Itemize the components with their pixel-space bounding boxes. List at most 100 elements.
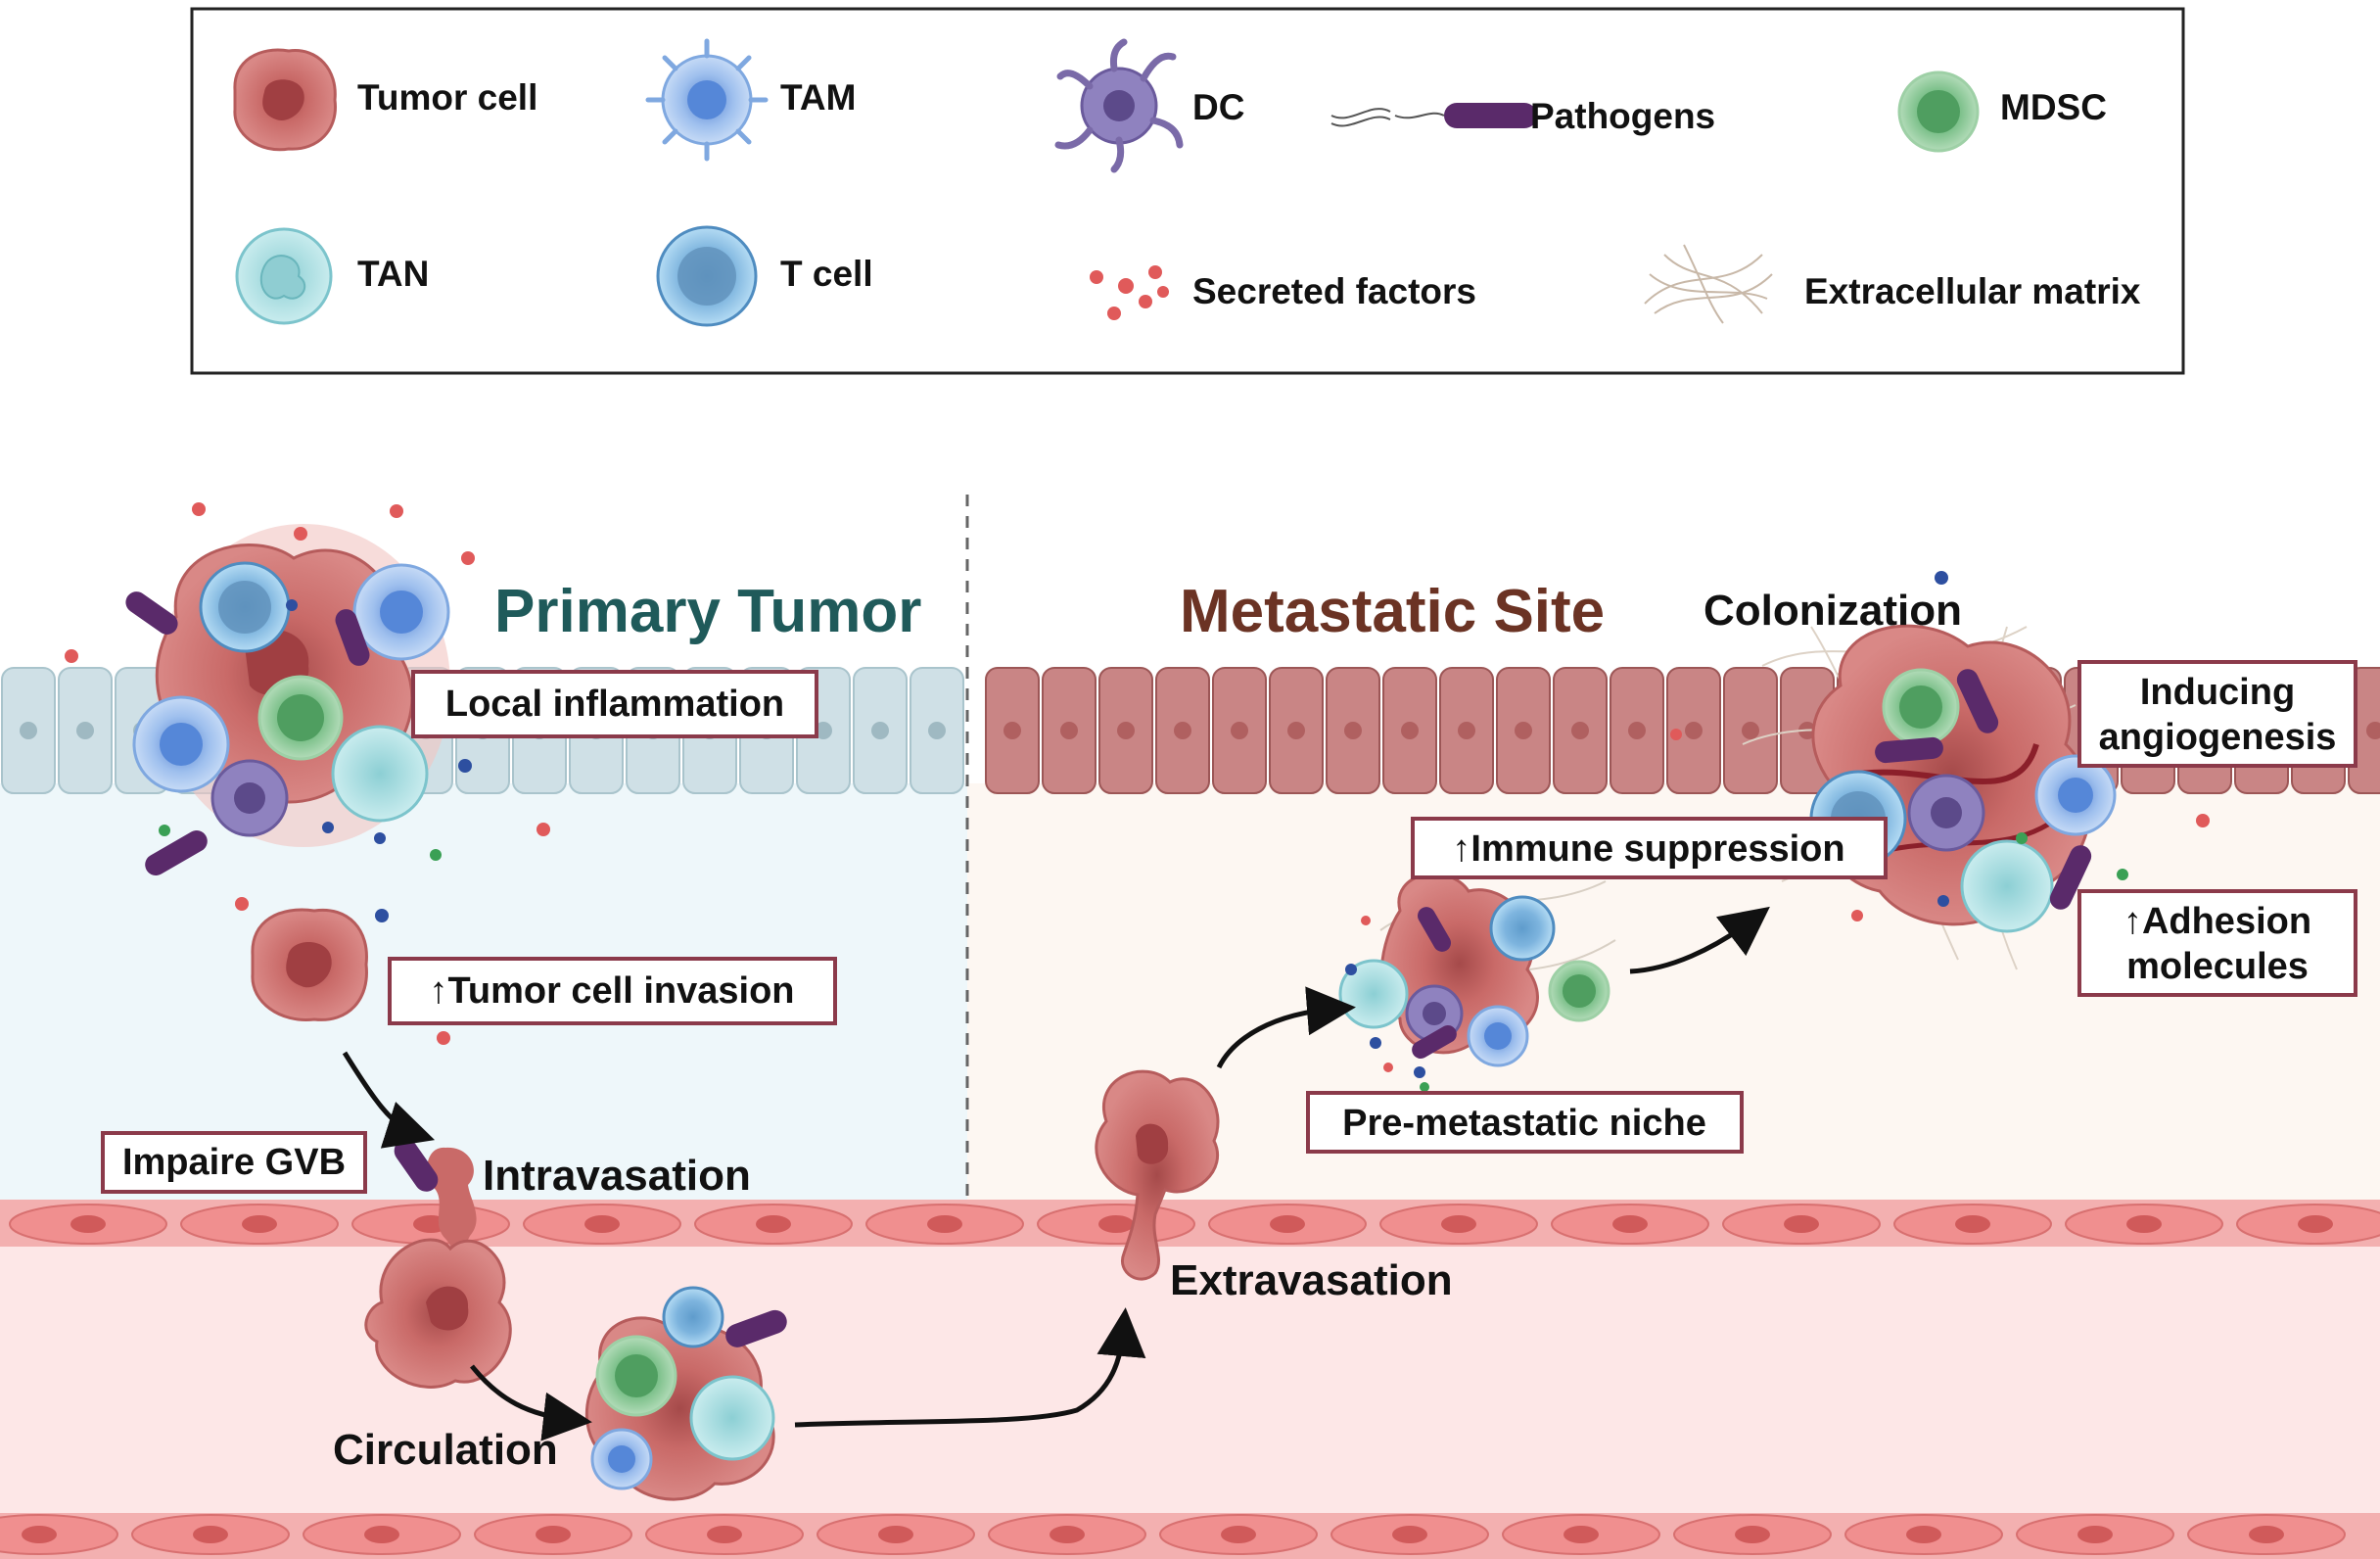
gvb-pathogen: [394, 1139, 439, 1192]
metastatic-epithelial-cell: [1098, 667, 1153, 794]
metastatic-epithelial-cell: [1382, 667, 1437, 794]
endothelial-cell: [1844, 1514, 2003, 1555]
circulating-cluster: [584, 1286, 787, 1501]
adhesion-molecules-line2: molecules: [2126, 946, 2309, 987]
endothelial-cell: [1502, 1514, 1660, 1555]
endothelial-cell: [2236, 1204, 2380, 1245]
pre-metastatic-niche-cluster: [1338, 873, 1616, 1092]
impaire-gvb-text: Impaire GVB: [122, 1142, 346, 1183]
legend-label-tumor-cell: Tumor cell: [357, 77, 537, 118]
invading-tumor-cell: [251, 908, 368, 1021]
inducing-angiogenesis-line1: Inducing: [2140, 672, 2295, 713]
adhesion-molecules-line1: ↑Adhesion: [2123, 901, 2311, 942]
t-cell-legend-icon: [656, 225, 758, 327]
endothelial-cell: [303, 1514, 461, 1555]
pathogen-legend-icon: [1330, 103, 1537, 128]
metastatic-epithelial-cell: [1723, 667, 1778, 794]
legend-label-tan: TAN: [357, 254, 429, 294]
callout-local-inflammation: Local inflammation: [411, 670, 818, 738]
metastatic-epithelial-cell: [1326, 667, 1380, 794]
callout-impaire-gvb: Impaire GVB: [101, 1131, 367, 1194]
legend-label-secreted-factors: Secreted factors: [1192, 271, 1476, 311]
mdsc-legend-icon: [1897, 71, 1980, 153]
primary-epithelial-cell: [1, 667, 56, 794]
legend-frame: [190, 7, 2185, 375]
endothelial-cell: [474, 1514, 632, 1555]
endothelial-cell: [351, 1204, 510, 1245]
intravasation-label: Intravasation: [483, 1152, 751, 1200]
metastatic-epithelial-cell: [1212, 667, 1267, 794]
metastatic-epithelial-cell: [1496, 667, 1551, 794]
legend-label-t-cell: T cell: [780, 254, 873, 294]
legend-label-mdsc: MDSC: [2000, 87, 2107, 127]
secreted-factors-legend-icon: [1090, 265, 1169, 320]
arrow-to-extravasation: [794, 1307, 1146, 1428]
tan-legend-icon: [235, 227, 333, 325]
metastatic-epithelial-cell: [1155, 667, 1210, 794]
intravasating-tumor-cell: [364, 1147, 512, 1389]
primary-tumor-title: Primary Tumor: [494, 578, 921, 645]
metastatic-epithelial-cell: [1042, 667, 1097, 794]
primary-tumor-cluster: [65, 502, 550, 875]
immune-suppression-text: ↑Immune suppression: [1452, 828, 1844, 870]
dc-legend-icon: [1054, 38, 1184, 173]
endothelial-cell: [1673, 1514, 1832, 1555]
primary-epithelial-cell: [910, 667, 964, 794]
endothelial-cell: [645, 1514, 804, 1555]
endothelial-cell: [131, 1514, 290, 1555]
metastatic-epithelial-cell: [1439, 667, 1494, 794]
endothelial-cell: [2187, 1514, 2346, 1555]
legend-label-pathogens: Pathogens: [1530, 96, 1715, 136]
tumor-invasion-text: ↑Tumor cell invasion: [429, 970, 794, 1012]
endothelial-cell: [1159, 1514, 1318, 1555]
arrow-to-niche: [1216, 986, 1356, 1069]
extravasating-tumor-cell: [1095, 1069, 1220, 1281]
circulation-label: Circulation: [333, 1426, 558, 1474]
arrow-to-colonization: [1629, 906, 1770, 974]
endothelial-cell: [817, 1514, 975, 1555]
legend-label-extracellular-matrix: Extracellular matrix: [1804, 271, 2141, 311]
endothelial-cell: [988, 1514, 1146, 1555]
metastatic-epithelial-cell: [1553, 667, 1608, 794]
endothelial-cell: [0, 1514, 118, 1555]
endothelial-cell: [523, 1204, 681, 1245]
metastatic-epithelial-cell: [1666, 667, 1721, 794]
colonization-label: Colonization: [1703, 587, 1962, 635]
tumor-cell-legend-icon: [233, 48, 337, 152]
callout-inducing-angiogenesis: Inducing angiogenesis: [2077, 660, 2357, 768]
legend-label-dc: DC: [1192, 87, 1244, 127]
endothelial-cell: [2065, 1204, 2223, 1245]
endothelial-cell: [865, 1204, 1024, 1245]
extravasation-label: Extravasation: [1170, 1256, 1453, 1304]
endothelial-cell: [1893, 1204, 2052, 1245]
callout-immune-suppression: ↑Immune suppression: [1411, 817, 1888, 879]
endothelial-cell: [2016, 1514, 2174, 1555]
endothelial-cell: [1330, 1514, 1489, 1555]
metastatic-epithelial-cell: [985, 667, 1040, 794]
primary-epithelial-cell: [853, 667, 908, 794]
extracellular-matrix-legend-icon: [1644, 244, 1773, 324]
metastatic-epithelial-cell: [1269, 667, 1324, 794]
metastatic-site-title: Metastatic Site: [1180, 578, 1605, 645]
endothelial-cell: [1551, 1204, 1709, 1245]
arrow-to-intravasation: [342, 1051, 436, 1149]
blood-vessel: [0, 1200, 2380, 1559]
endothelial-cell: [694, 1204, 853, 1245]
flow-arrows: [342, 906, 1770, 1441]
pre-metastatic-niche-text: Pre-metastatic niche: [1342, 1103, 1706, 1144]
tam-legend-icon: [645, 38, 769, 162]
legend: Tumor cell TAM DC: [190, 7, 2185, 375]
callout-tumor-invasion: ↑Tumor cell invasion: [388, 957, 837, 1025]
inducing-angiogenesis-line2: angiogenesis: [2099, 717, 2337, 758]
metastatic-epithelial-cell: [1610, 667, 1664, 794]
local-inflammation-text: Local inflammation: [445, 684, 784, 725]
endothelial-cell: [1037, 1204, 1195, 1245]
callout-pre-metastatic-niche: Pre-metastatic niche: [1306, 1091, 1744, 1154]
arrow-to-circulation: [470, 1364, 592, 1441]
endothelial-cell: [1208, 1204, 1367, 1245]
callout-adhesion-molecules: ↑Adhesion molecules: [2077, 889, 2357, 997]
endothelial-cell: [9, 1204, 167, 1245]
legend-label-tam: TAM: [780, 77, 856, 118]
endothelial-cell: [1379, 1204, 1538, 1245]
